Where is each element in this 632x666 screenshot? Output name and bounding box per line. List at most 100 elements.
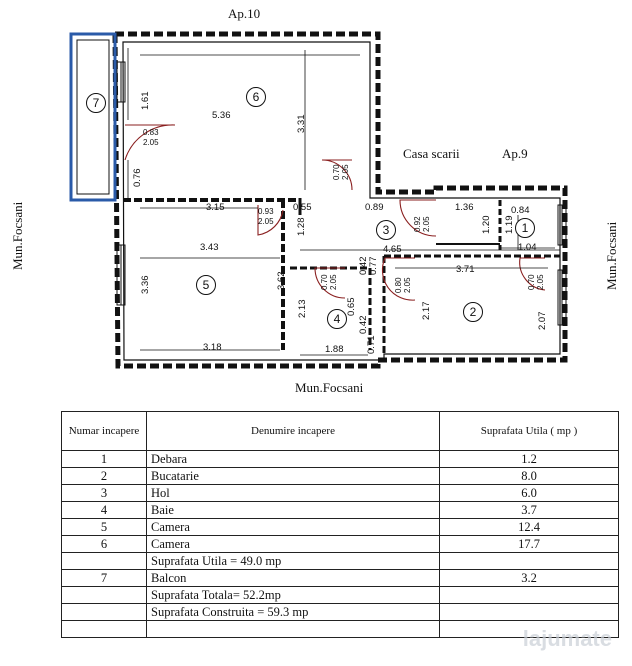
- row-name: Baie: [146, 501, 440, 519]
- built-row: Suprafata Construita = 59.3 mp: [61, 603, 619, 621]
- room-2-marker: 2: [463, 302, 483, 322]
- room-area-table: Numar incapere Denumire incapere Suprafa…: [61, 411, 619, 638]
- total-area: Suprafata Totala= 52.2mp: [146, 586, 440, 604]
- empty-cell: [439, 620, 619, 638]
- empty-cell: [439, 603, 619, 621]
- door-7-width: 0.70: [527, 274, 536, 290]
- dim-084: 0.84: [511, 205, 530, 216]
- room-5-marker: 5: [196, 275, 216, 295]
- door-3-height: 2.05: [341, 164, 350, 180]
- empty-cell: [61, 586, 147, 604]
- dim-042b: 0.42: [358, 315, 369, 335]
- row-number: 3: [61, 484, 147, 502]
- door-5-width: 0.70: [320, 274, 329, 290]
- door-3-width: 0.70: [332, 164, 341, 180]
- dim-077: 0.77: [368, 256, 379, 276]
- built-area: Suprafata Construita = 59.3 mp: [146, 603, 440, 621]
- dim-136: 1.36: [455, 202, 474, 213]
- row-area: 17.7: [439, 535, 619, 553]
- header-room-name: Denumire incapere: [146, 411, 440, 451]
- row-number: 7: [61, 569, 147, 587]
- table-row: 3 Hol 6.0: [61, 484, 619, 502]
- dim-465: 4.65: [383, 244, 402, 255]
- table-row: 6 Camera 17.7: [61, 535, 619, 553]
- room-4-marker: 4: [327, 309, 347, 329]
- row-number: 5: [61, 518, 147, 536]
- dim-089: 0.89: [365, 202, 384, 213]
- door-2-width: 0.93: [258, 207, 274, 216]
- dim-343: 3.43: [200, 242, 219, 253]
- room-6-marker: 6: [246, 87, 266, 107]
- empty-cell: [61, 603, 147, 621]
- dim-207: 2.07: [537, 311, 548, 331]
- row-area: 3.2: [439, 569, 619, 587]
- row-name: Hol: [146, 484, 440, 502]
- door-2-height: 2.05: [258, 217, 274, 226]
- dim-362: 3.62: [276, 271, 287, 291]
- row-number: 1: [61, 450, 147, 468]
- dim-065: 0.65: [346, 297, 357, 317]
- door-1-height: 2.05: [143, 138, 159, 147]
- dim-071: 0.71: [366, 335, 377, 355]
- row-area: 1.2: [439, 450, 619, 468]
- empty-cell: [61, 620, 147, 638]
- dim-213: 2.13: [297, 299, 308, 319]
- table-header-row: Numar incapere Denumire incapere Suprafa…: [61, 411, 619, 451]
- dim-371: 3.71: [456, 264, 475, 275]
- row-name: Bucatarie: [146, 467, 440, 485]
- stairwell-label: Casa scarii: [403, 146, 460, 161]
- row-name: Debara: [146, 450, 440, 468]
- mun-left-label: Mun.Focsani: [10, 201, 25, 270]
- door-6-height: 2.05: [403, 277, 412, 293]
- dim-217: 2.17: [421, 301, 432, 321]
- row-area: 6.0: [439, 484, 619, 502]
- table-row: 5 Camera 12.4: [61, 518, 619, 536]
- room-1-marker: 1: [515, 218, 535, 238]
- table-row: 2 Bucatarie 8.0: [61, 467, 619, 485]
- dim-104: 1.04: [518, 242, 537, 253]
- blank-row: [61, 620, 619, 638]
- empty-cell: [146, 620, 440, 638]
- dim-055: 0.55: [293, 202, 312, 213]
- table-row: 1 Debara 1.2: [61, 450, 619, 468]
- ap9-label: Ap.9: [502, 146, 528, 161]
- balcony-row: 7 Balcon 3.2: [61, 569, 619, 587]
- row-area: 3.7: [439, 501, 619, 519]
- dim-128: 1.28: [296, 217, 307, 237]
- row-number: 4: [61, 501, 147, 519]
- mun-right-label: Mun.Focsani: [604, 221, 619, 290]
- door-6-width: 0.80: [394, 277, 403, 293]
- room-7-marker: 7: [86, 93, 106, 113]
- row-area: 12.4: [439, 518, 619, 536]
- total-row: Suprafata Totala= 52.2mp: [61, 586, 619, 604]
- ap10-label: Ap.10: [228, 6, 261, 21]
- dim-076: 0.76: [132, 168, 143, 188]
- row-name: Camera: [146, 535, 440, 553]
- door-4-width: 0.92: [413, 216, 422, 232]
- usable-area-total: Suprafata Utila = 49.0 mp: [146, 552, 440, 570]
- row-name: Camera: [146, 518, 440, 536]
- table-row: 4 Baie 3.7: [61, 501, 619, 519]
- empty-cell: [439, 552, 619, 570]
- room-3-marker: 3: [376, 220, 396, 240]
- header-room-number: Numar incapere: [61, 411, 147, 451]
- door-4-height: 2.05: [422, 216, 431, 232]
- dim-119: 1.19: [504, 215, 515, 235]
- empty-cell: [61, 552, 147, 570]
- floor-plan-drawing: [69, 31, 568, 369]
- row-number: 6: [61, 535, 147, 553]
- dim-315: 3.15: [206, 202, 225, 213]
- dim-318: 3.18: [203, 342, 222, 353]
- door-5-height: 2.05: [329, 274, 338, 290]
- dim-336: 3.36: [140, 275, 151, 295]
- row-area: 8.0: [439, 467, 619, 485]
- watermark-logo: lajumate: [522, 626, 612, 651]
- dim-161: 1.61: [140, 91, 151, 111]
- mun-bottom-label: Mun.Focsani: [295, 380, 364, 395]
- door-7-height: 2.05: [536, 274, 545, 290]
- header-usable-area: Suprafata Utila ( mp ): [439, 411, 619, 451]
- row-name: Balcon: [146, 569, 440, 587]
- door-1-width: 0.83: [143, 128, 159, 137]
- dim-536: 5.36: [212, 110, 231, 121]
- row-number: 2: [61, 467, 147, 485]
